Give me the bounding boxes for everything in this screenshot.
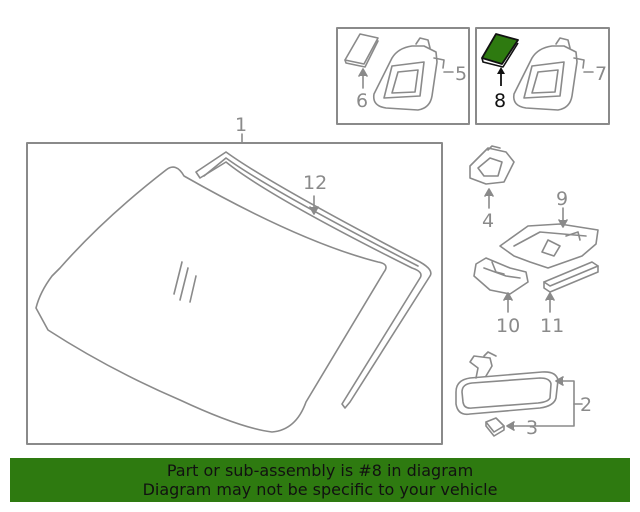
windshield-glass	[35, 166, 387, 433]
callout-12: 12	[303, 172, 327, 194]
callout-9: 9	[556, 188, 568, 210]
callout-6: 6	[356, 90, 368, 112]
callout-11: 11	[540, 315, 564, 337]
callout-2: 2	[580, 394, 592, 416]
windshield-box	[26, 142, 443, 445]
arrow-2-head	[555, 376, 564, 386]
part-7-sensor	[512, 37, 594, 111]
info-banner: Part or sub-assembly is #8 in diagram Di…	[10, 458, 630, 502]
callout-4: 4	[482, 210, 494, 232]
callout-10: 10	[496, 315, 520, 337]
bracket-2	[509, 380, 575, 427]
arrow-8-head	[497, 67, 505, 74]
banner-line-1: Part or sub-assembly is #8 in diagram	[166, 461, 474, 480]
part-12-molding	[195, 151, 432, 409]
detail-box-left	[336, 27, 470, 125]
callout-8[interactable]: 8	[494, 90, 506, 112]
part-8-highlighted[interactable]	[481, 33, 519, 65]
part-5-sensor	[372, 37, 454, 111]
banner-line-2: Diagram may not be specific to your vehi…	[142, 480, 498, 499]
callout-3: 3	[526, 417, 538, 439]
part-10-bracket	[473, 257, 529, 295]
part-2-mirror	[455, 351, 559, 416]
parts-diagram: 1 2 3 4 5 6 7 8 9 10 11 12	[26, 27, 610, 445]
callout-7: 7	[595, 63, 607, 85]
arrow-6-head	[358, 68, 368, 77]
detail-box-right	[475, 27, 610, 125]
part-9-cover	[499, 223, 599, 269]
part-4-clip	[469, 145, 515, 185]
part-3-pad	[485, 417, 505, 437]
part-11-bar	[543, 261, 599, 293]
part-6-pad	[344, 33, 379, 68]
arrow-3-head	[506, 421, 515, 431]
callout-1: 1	[235, 114, 247, 136]
callout-5: 5	[455, 63, 467, 85]
